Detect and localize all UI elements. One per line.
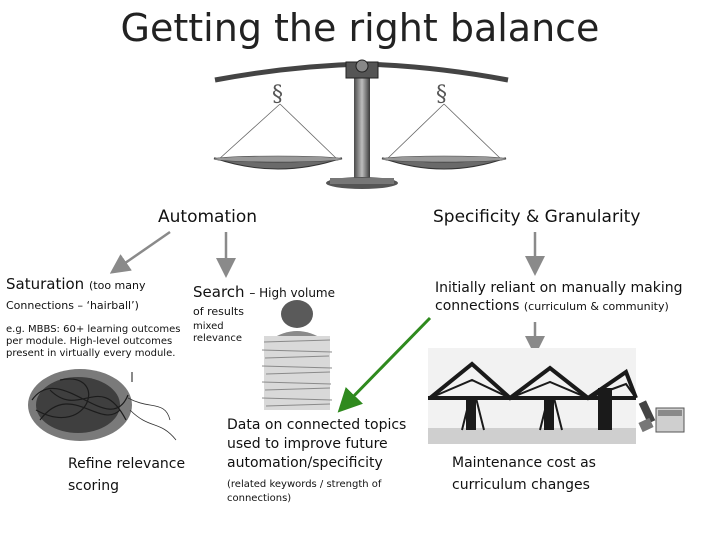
manual-line2-paren: (curriculum & community) <box>524 300 669 313</box>
svg-text:§: § <box>272 82 283 107</box>
saturation-block: Saturation (too many Connections – ‘hair… <box>6 275 191 360</box>
saturation-title: Saturation <box>6 275 84 293</box>
svg-text:§: § <box>436 82 447 107</box>
search-title: Search <box>193 283 245 301</box>
search-line2: of results <box>193 305 393 318</box>
refine-text: Refine relevance scoring <box>68 453 208 497</box>
hairball-image <box>28 369 176 441</box>
saturation-line2: Connections – ‘hairball’) <box>6 299 191 312</box>
forth-bridge-image <box>428 348 636 444</box>
data-connected-block: Data on connected topics used to improve… <box>227 416 427 506</box>
balance-scales-image: § § <box>214 60 508 189</box>
automation-heading: Automation <box>158 207 257 227</box>
paint-can-brush-image <box>638 400 684 432</box>
manual-line2: connections <box>435 298 519 314</box>
search-mixed: mixed relevance <box>193 321 393 345</box>
arrow-to-saturation <box>118 232 170 268</box>
specificity-heading: Specificity & Granularity <box>433 207 640 227</box>
manual-block: Initially reliant on manually making con… <box>435 279 717 315</box>
search-block: Search – High volume of results mixed re… <box>193 283 393 345</box>
search-rest: – High volume <box>249 286 335 300</box>
manual-line1: Initially reliant on manually making <box>435 279 717 297</box>
maintenance-text: Maintenance cost as curriculum changes <box>452 452 652 496</box>
saturation-example: e.g. MBBS: 60+ learning outcomes per mod… <box>6 324 191 360</box>
saturation-paren: (too many <box>89 279 146 292</box>
